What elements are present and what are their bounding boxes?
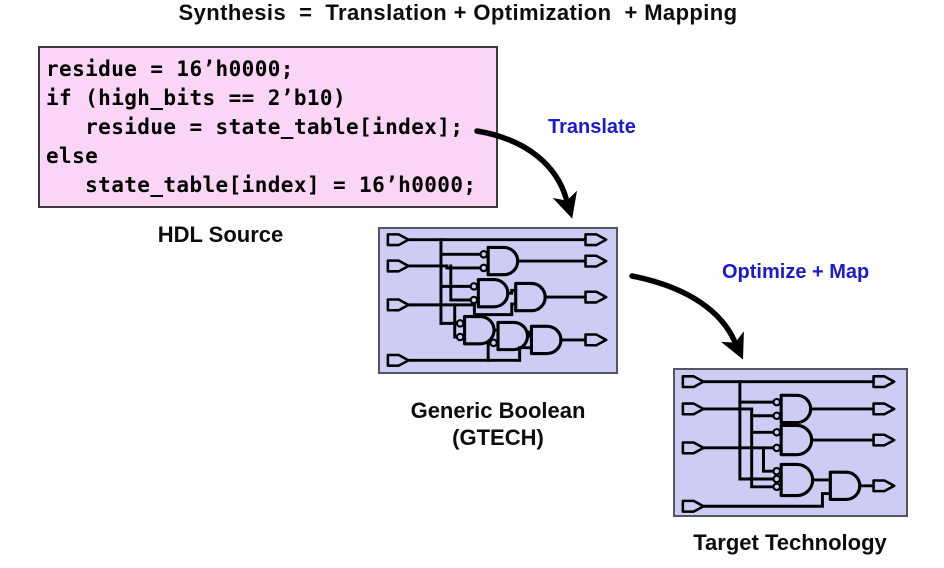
target-output-ports	[872, 375, 896, 493]
target-technology-box	[673, 368, 908, 517]
target-technology-label: Target Technology	[693, 530, 887, 555]
target-input-ports	[681, 375, 705, 513]
code-line: residue = 16’h0000;	[46, 57, 294, 81]
hdl-source-box: residue = 16’h0000; if (high_bits == 2’b…	[38, 46, 498, 208]
hdl-source-label: HDL Source	[157, 222, 284, 247]
diagram-title: Synthesis = Translation + Optimization +…	[178, 0, 738, 25]
code-line: if (high_bits == 2’b10)	[46, 86, 346, 110]
target-wires	[703, 380, 876, 508]
gtech-input-ports	[386, 233, 410, 367]
gtech-label: Generic Boolean (GTECH)	[372, 397, 624, 451]
optimize-map-arrow	[629, 273, 744, 360]
gtech-gates	[455, 245, 563, 356]
code-line: residue = state_table[index];	[46, 115, 464, 139]
gtech-circuit-icon	[386, 233, 608, 367]
gtech-output-ports	[584, 233, 608, 347]
target-circuit-icon	[681, 375, 896, 513]
optimize-map-label: Optimize + Map	[722, 261, 870, 283]
gtech-label-line2: (GTECH)	[452, 425, 544, 450]
gtech-label-line1: Generic Boolean	[410, 398, 586, 423]
gtech-box	[378, 227, 618, 374]
target-gates	[772, 393, 862, 501]
code-line: state_table[index] = 16’h0000;	[46, 173, 477, 197]
code-line: else	[46, 144, 99, 168]
translate-label: Translate	[548, 116, 636, 138]
